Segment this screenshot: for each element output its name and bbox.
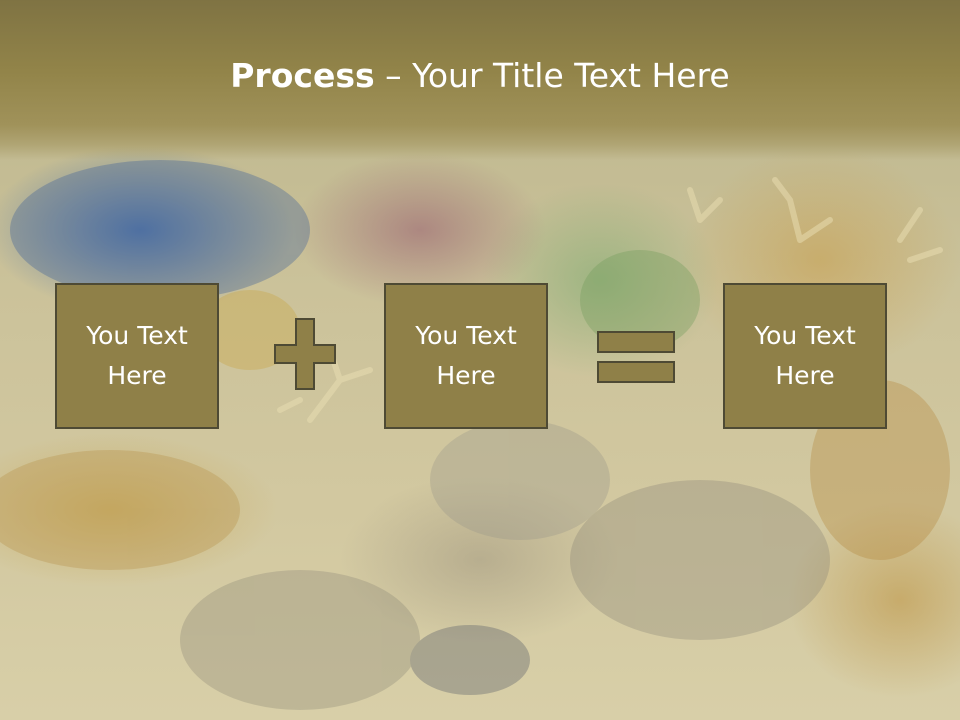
process-box-label: You Text Here: [86, 321, 188, 390]
title-rest: – Your Title Text Here: [374, 56, 730, 95]
process-box-label: You Text Here: [415, 321, 517, 390]
process-box-1: You Text Here: [55, 283, 219, 429]
title-strong: Process: [230, 56, 375, 95]
header-band: [0, 0, 960, 160]
slide-title: Process – Your Title Text Here: [0, 52, 960, 100]
process-box-2: You Text Here: [384, 283, 548, 429]
process-box-3: You Text Here: [723, 283, 887, 429]
plus-icon: [274, 318, 336, 390]
equals-icon: [597, 331, 675, 383]
process-box-label: You Text Here: [754, 321, 856, 390]
